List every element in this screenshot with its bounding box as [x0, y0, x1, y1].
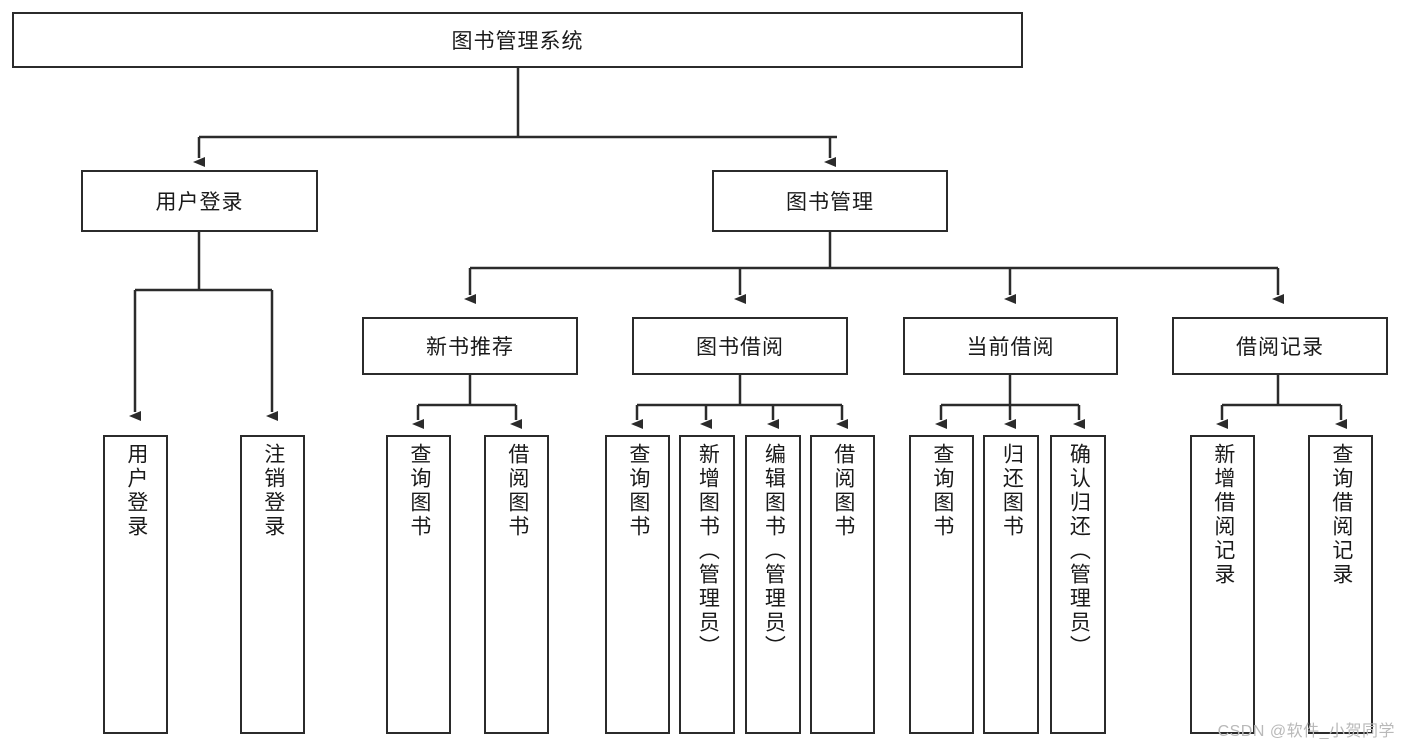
node-book-borrow[interactable]: 图书借阅 — [632, 317, 848, 375]
leaf-label: 新增借阅记录 — [1211, 443, 1235, 587]
leaf-user-login-login[interactable]: 用户登录 — [103, 435, 168, 734]
leaf-label: 查询图书 — [407, 443, 431, 539]
leaf-label: 借阅图书 — [831, 443, 855, 539]
leaf-label: 查询借阅记录 — [1329, 443, 1353, 587]
leaf-label: 归还图书 — [1000, 443, 1024, 539]
node-user-login[interactable]: 用户登录 — [81, 170, 318, 232]
node-borrow-record[interactable]: 借阅记录 — [1172, 317, 1388, 375]
csdn-watermark: CSDN @软件_小贺同学 — [1217, 723, 1395, 740]
leaf-new-book-borrow-book[interactable]: 借阅图书 — [484, 435, 549, 734]
node-label: 图书管理系统 — [451, 30, 584, 53]
node-current-borrow[interactable]: 当前借阅 — [903, 317, 1118, 375]
leaf-label: 借阅图书 — [505, 443, 529, 539]
node-new-book-recommend[interactable]: 新书推荐 — [362, 317, 578, 375]
leaf-label: 新增图书（管理员） — [696, 443, 720, 659]
leaf-label: 注销登录 — [261, 443, 285, 539]
leaf-book-borrow-edit-book-admin[interactable]: 编辑图书（管理员） — [745, 435, 801, 734]
node-book-management[interactable]: 图书管理 — [712, 170, 948, 232]
leaf-current-borrow-confirm-return-admin[interactable]: 确认归还（管理员） — [1050, 435, 1106, 734]
node-label: 图书借阅 — [696, 336, 784, 359]
leaf-label: 查询图书 — [626, 443, 650, 539]
leaf-user-login-logout[interactable]: 注销登录 — [240, 435, 305, 734]
leaf-new-book-query-book[interactable]: 查询图书 — [386, 435, 451, 734]
leaf-book-borrow-borrow-book[interactable]: 借阅图书 — [810, 435, 875, 734]
node-root-book-management-system[interactable]: 图书管理系统 — [12, 12, 1023, 68]
leaf-current-borrow-query-book[interactable]: 查询图书 — [909, 435, 974, 734]
node-label: 新书推荐 — [426, 336, 514, 359]
leaf-label: 编辑图书（管理员） — [762, 443, 786, 659]
node-label: 当前借阅 — [966, 336, 1055, 359]
leaf-label: 确认归还（管理员） — [1067, 443, 1091, 659]
leaf-book-borrow-query-book[interactable]: 查询图书 — [605, 435, 670, 734]
node-label: 借阅记录 — [1236, 336, 1324, 359]
leaf-current-borrow-return-book[interactable]: 归还图书 — [983, 435, 1039, 734]
leaf-borrow-record-query-record[interactable]: 查询借阅记录 — [1308, 435, 1373, 734]
node-label: 用户登录 — [155, 191, 244, 214]
leaf-borrow-record-add-record[interactable]: 新增借阅记录 — [1190, 435, 1255, 734]
node-label: 图书管理 — [786, 191, 874, 214]
leaf-book-borrow-add-book-admin[interactable]: 新增图书（管理员） — [679, 435, 735, 734]
leaf-label: 用户登录 — [124, 443, 148, 539]
leaf-label: 查询图书 — [930, 443, 954, 539]
